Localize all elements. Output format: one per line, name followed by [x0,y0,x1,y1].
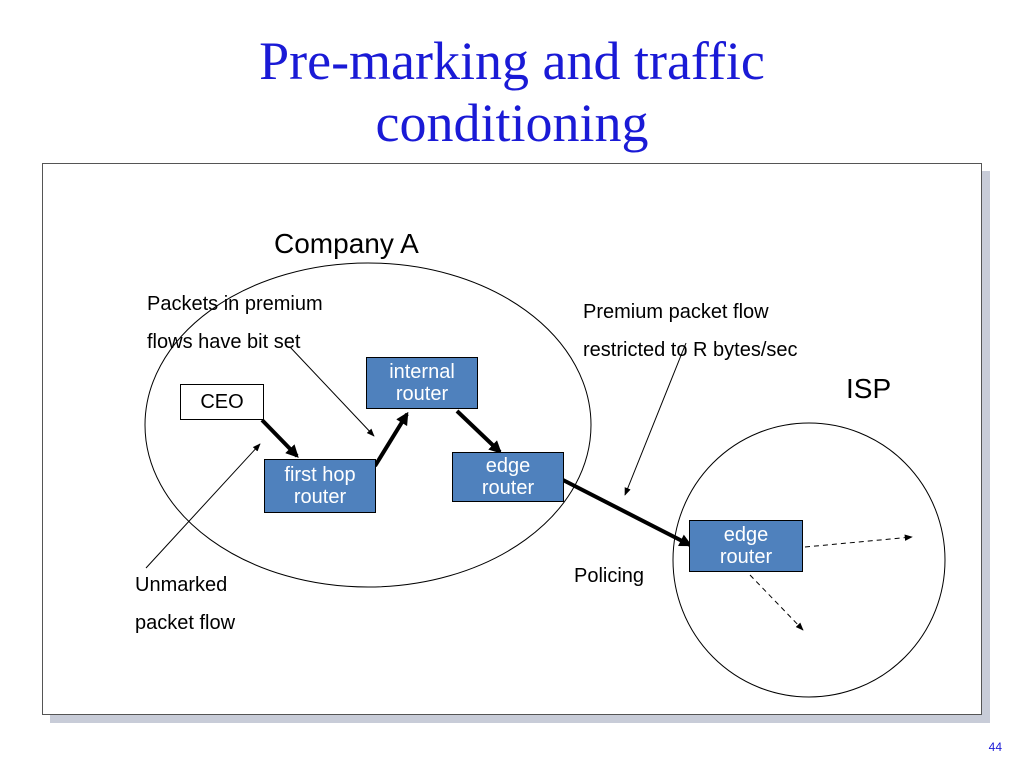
callout-unmarked-pointer [145,443,261,569]
unmarked-flow-annotation: Unmarked packet flow [135,566,235,642]
company-edge-router-node: edge router [452,452,564,502]
unmarked-annotation-line-2: packet flow [135,612,236,634]
flow-arrow-ceo-to-first-hop [260,418,299,458]
internal-router-line-1: internal [389,361,455,383]
callout-premium-pointer [289,346,375,437]
diagram-frame [42,163,982,715]
callout-restricted-pointer [624,342,687,496]
flow-arrow-edge-to-isp-edge [562,478,693,547]
slide-title: Pre-marking and traffic conditioning [0,30,1024,154]
dashed-outflow-arrow-right [804,534,913,548]
ceo-node-label: CEO [200,391,244,413]
slide-title-line-1: Pre-marking and traffic [259,31,765,91]
internal-router-node: internal router [366,357,478,409]
isp-edge-router-line-1: edge [723,524,769,546]
isp-label: ISP [846,373,892,404]
isp-edge-router-line-2: router [719,546,773,568]
flow-arrow-first-hop-to-internal [373,411,409,468]
dashed-outflow-arrow-down [749,574,804,631]
isp-edge-router-node: edge router [689,520,803,572]
first-hop-router-line-2: router [293,486,347,508]
ceo-node: CEO [180,384,264,420]
flow-arrow-internal-to-edge [455,409,502,454]
company-edge-router-line-1: edge [485,455,531,477]
company-a-boundary [144,262,592,588]
first-hop-router-node: first hop router [264,459,376,513]
unmarked-annotation-line-1: Unmarked [135,574,228,596]
page-number: 44 [988,740,1002,754]
restricted-flow-annotation: Premium packet flow restricted to R byte… [583,293,798,369]
internal-router-line-2: router [395,383,449,405]
restricted-annotation-line-2: restricted to R bytes/sec [583,339,798,361]
premium-annotation-line-1: Packets in premium [147,293,323,315]
isp-boundary [672,422,946,698]
restricted-annotation-line-1: Premium packet flow [583,301,769,323]
policing-annotation: Policing [574,565,645,587]
premium-annotation-line-2: flows have bit set [147,331,301,353]
first-hop-router-line-1: first hop [284,464,356,486]
slide-title-line-2: conditioning [375,93,649,153]
premium-packets-annotation: Packets in premium flows have bit set [147,285,323,361]
company-a-label: Company A [274,228,419,259]
company-edge-router-line-2: router [481,477,535,499]
